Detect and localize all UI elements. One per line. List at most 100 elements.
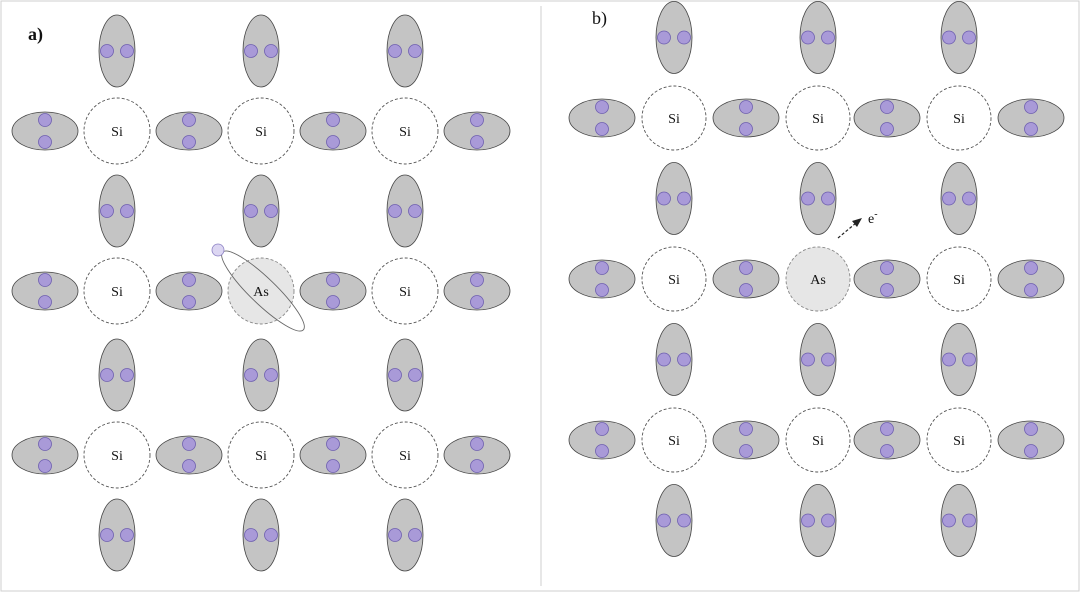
valence-electron	[595, 283, 609, 297]
covalent-bond	[98, 174, 136, 248]
valence-electron	[38, 113, 52, 127]
covalent-bond	[443, 111, 511, 151]
valence-electron	[821, 191, 835, 206]
covalent-bond	[568, 259, 636, 299]
valence-electron	[38, 437, 52, 451]
valence-electron	[962, 513, 976, 528]
host-atom: Si	[785, 407, 851, 473]
covalent-bond	[799, 323, 837, 396]
valence-electron	[739, 261, 753, 275]
covalent-bond	[386, 338, 424, 412]
host-atom-label: Si	[255, 449, 267, 464]
valence-electron	[470, 113, 484, 127]
valence-electron	[408, 368, 422, 382]
valence-electron	[264, 368, 278, 382]
covalent-bond	[242, 498, 280, 572]
covalent-bond	[242, 14, 280, 88]
covalent-bond	[712, 259, 780, 299]
host-atom-label: Si	[953, 273, 965, 288]
host-atom: Si	[926, 246, 992, 312]
covalent-bond	[712, 98, 780, 138]
valence-electron	[38, 273, 52, 287]
valence-electron	[470, 437, 484, 451]
valence-electron	[408, 44, 422, 58]
valence-electron	[470, 295, 484, 309]
covalent-bond	[98, 14, 136, 88]
covalent-bond	[799, 1, 837, 74]
valence-electron	[244, 44, 258, 58]
extra-electron-orbit	[211, 243, 305, 332]
valence-electron	[326, 437, 340, 451]
valence-electron	[942, 513, 956, 528]
valence-electron	[264, 204, 278, 218]
covalent-bond	[155, 435, 223, 475]
valence-electron	[470, 459, 484, 473]
valence-electron	[244, 368, 258, 382]
covalent-bond	[997, 420, 1065, 460]
covalent-bond	[568, 98, 636, 138]
valence-electron	[182, 113, 196, 127]
host-atom-label: Si	[953, 112, 965, 127]
valence-electron	[388, 44, 402, 58]
covalent-bond	[155, 111, 223, 151]
panel-b-label: b)	[592, 8, 607, 29]
host-atom: Si	[641, 246, 707, 312]
covalent-bond	[155, 271, 223, 311]
covalent-bond	[655, 162, 693, 235]
valence-electron	[388, 368, 402, 382]
valence-electron	[38, 295, 52, 309]
valence-electron	[821, 352, 835, 367]
valence-electron	[1024, 100, 1038, 114]
dopant-atom-label: As	[810, 273, 826, 288]
host-atom: Si	[83, 421, 151, 489]
valence-electron	[120, 44, 134, 58]
valence-electron	[244, 204, 258, 218]
covalent-bond	[799, 162, 837, 235]
covalent-bond	[386, 174, 424, 248]
valence-electron	[739, 444, 753, 458]
covalent-bond	[98, 498, 136, 572]
valence-electron	[801, 352, 815, 367]
valence-electron	[1024, 261, 1038, 275]
covalent-bond	[853, 420, 921, 460]
host-atom-label: Si	[255, 125, 267, 140]
host-atom-label: Si	[111, 125, 123, 140]
panel-a-label: a)	[28, 24, 43, 45]
valence-electron	[880, 261, 894, 275]
valence-electron	[120, 528, 134, 542]
valence-electron	[38, 459, 52, 473]
valence-electron	[657, 30, 671, 45]
valence-electron	[38, 135, 52, 149]
valence-electron	[595, 122, 609, 136]
valence-electron	[739, 422, 753, 436]
valence-electron	[942, 30, 956, 45]
valence-electron	[326, 273, 340, 287]
covalent-bond	[299, 271, 367, 311]
valence-electron	[182, 437, 196, 451]
host-atom-label: Si	[953, 434, 965, 449]
valence-electron	[657, 352, 671, 367]
covalent-bond	[799, 484, 837, 557]
covalent-bond	[940, 323, 978, 396]
host-atom-label: Si	[668, 273, 680, 288]
host-atom: Si	[785, 85, 851, 151]
valence-electron	[880, 422, 894, 436]
valence-electron	[100, 204, 114, 218]
valence-electron	[388, 204, 402, 218]
host-atom: Si	[83, 97, 151, 165]
covalent-bond	[386, 14, 424, 88]
host-atom-label: Si	[668, 434, 680, 449]
host-atom: Si	[371, 257, 439, 325]
valence-electron	[1024, 444, 1038, 458]
valence-electron	[942, 191, 956, 206]
valence-electron	[595, 444, 609, 458]
valence-electron	[1024, 122, 1038, 136]
valence-electron	[408, 528, 422, 542]
host-atom: Si	[83, 257, 151, 325]
covalent-bond	[11, 271, 79, 311]
covalent-bond	[568, 420, 636, 460]
